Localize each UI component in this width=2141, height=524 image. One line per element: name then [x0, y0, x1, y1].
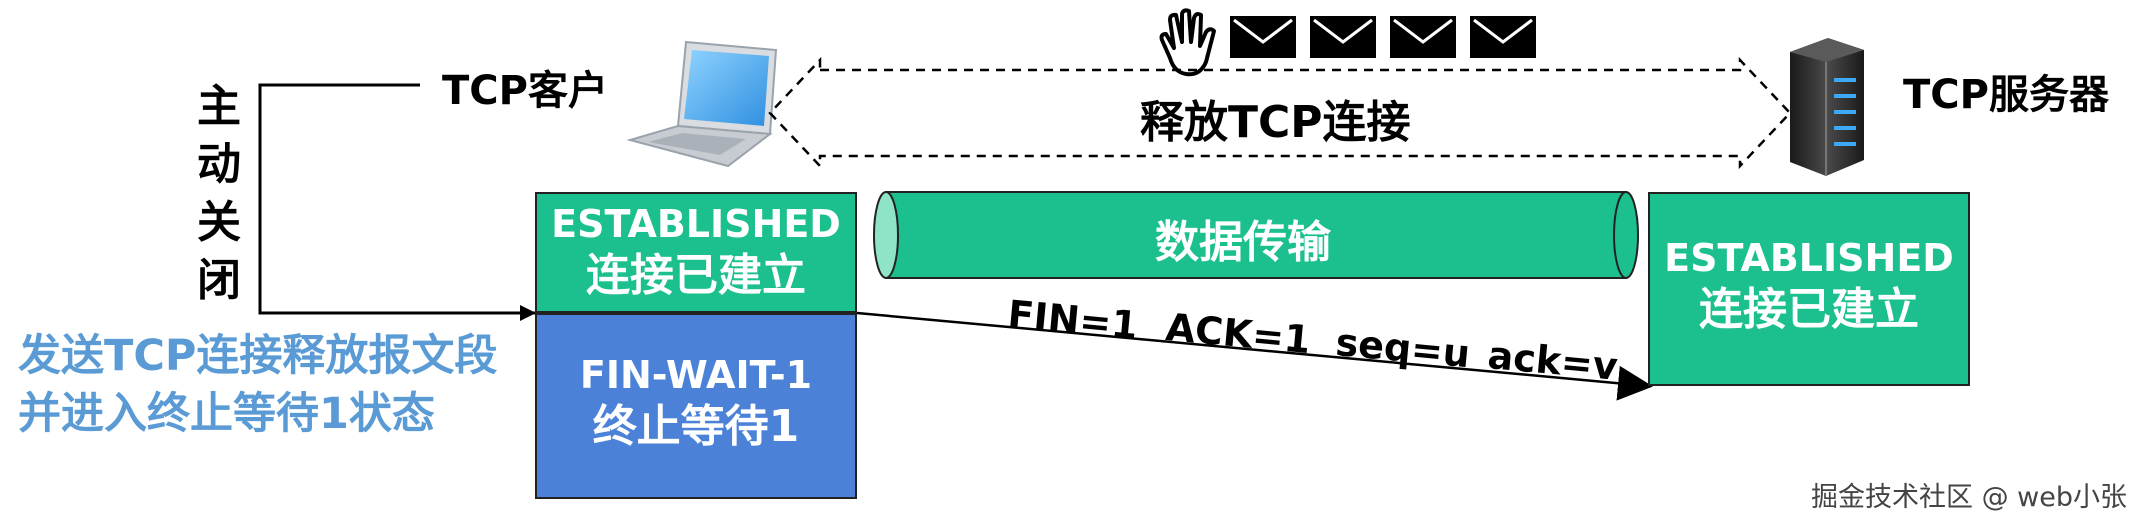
client-established-en: ESTABLISHED [551, 202, 841, 246]
data-transfer-label: 数据传输 [1155, 217, 1331, 268]
server-label: TCP服务器 [1903, 72, 2109, 118]
client-established-zh: 连接已建立 [586, 250, 806, 301]
client-established-state: ESTABLISHED 连接已建立 [535, 192, 857, 313]
server-established-zh: 连接已建立 [1699, 284, 1919, 335]
waving-hand-icon [1159, 8, 1216, 77]
fin-wait-1-zh: 终止等待1 [592, 401, 800, 452]
fin-segment-arrow [856, 311, 1653, 401]
release-connection-label: 释放TCP连接 [1140, 97, 1411, 148]
client-fin-wait-1-state: FIN-WAIT-1 终止等待1 [535, 313, 857, 499]
server-established-state: ESTABLISHED 连接已建立 [1648, 192, 1970, 386]
envelope-icon [1230, 16, 1536, 58]
active-close-arrow [258, 83, 536, 321]
server-established-en: ESTABLISHED [1664, 236, 1954, 280]
fin-wait-1-en: FIN-WAIT-1 [579, 353, 813, 397]
client-label: TCP客户 [442, 68, 608, 114]
note-line-2: 并进入终止等待1状态 [18, 389, 435, 439]
note-line-1: 发送TCP连接释放报文段 [18, 331, 498, 381]
watermark: 掘金技术社区 @ web小张 [1811, 482, 2127, 513]
server-icon [1790, 38, 1864, 176]
data-transfer-pipe [873, 191, 1639, 279]
laptop-icon [626, 40, 778, 168]
active-close-label: 主 动 关 闭 [197, 81, 241, 306]
release-connection-arrow [768, 56, 1792, 170]
